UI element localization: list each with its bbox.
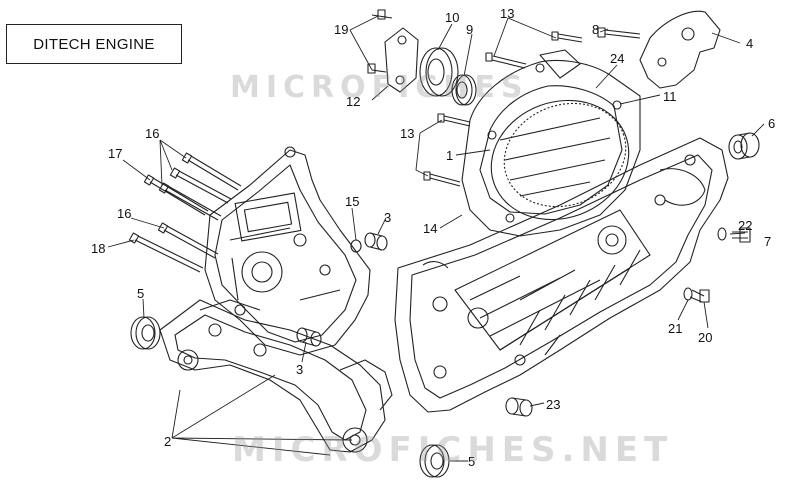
crankcase-bolts-left [128, 152, 242, 273]
watermark-top: MICROFICHES [230, 70, 529, 105]
callout-2: 2 [164, 434, 171, 449]
callout-16-top: 16 [145, 126, 159, 141]
bush-23 [505, 397, 533, 417]
right-crankcase-half [394, 137, 729, 413]
callout-10: 10 [445, 10, 459, 25]
callout-13-mid: 13 [400, 126, 414, 141]
diagram-title: DITECH ENGINE [6, 24, 182, 64]
bearing-5-left [130, 316, 161, 350]
cover-bolts [423, 31, 583, 187]
callout-5-left: 5 [137, 286, 144, 301]
leader-lines [107, 15, 765, 462]
left-crankcase-half [204, 146, 371, 356]
callout-18: 18 [91, 241, 105, 256]
callout-21: 21 [668, 321, 682, 336]
callout-4: 4 [746, 36, 753, 51]
dowel-pin-3-lower [296, 327, 322, 347]
dowel-pin-3-upper [364, 232, 388, 251]
callout-3-upper: 3 [384, 210, 391, 225]
bearing-5-bottom [419, 444, 450, 478]
callout-11: 11 [663, 89, 677, 104]
callout-3-lower: 3 [296, 362, 303, 377]
callout-6: 6 [768, 116, 775, 131]
oil-seal-9 [451, 74, 477, 106]
crankcase-cover [461, 49, 641, 237]
retaining-plate [367, 9, 419, 93]
bolt-7-washer-22 [717, 227, 751, 243]
callout-9: 9 [466, 22, 473, 37]
callout-5-bottom: 5 [468, 454, 475, 469]
callout-20: 20 [698, 330, 712, 345]
callout-labels: 19 10 9 13 8 4 24 12 11 6 13 1 16 17 15 … [91, 6, 775, 469]
callout-14: 14 [423, 221, 437, 236]
callout-7: 7 [764, 234, 771, 249]
callout-22: 22 [738, 218, 752, 233]
callout-12: 12 [346, 94, 360, 109]
callout-8: 8 [592, 22, 599, 37]
callout-23: 23 [546, 397, 560, 412]
bracket-plate [597, 10, 721, 89]
callout-19: 19 [334, 22, 348, 37]
engine-mount-bracket [159, 299, 393, 453]
callout-13-top: 13 [500, 6, 514, 21]
bearing-10 [419, 47, 459, 97]
callout-17: 17 [108, 146, 122, 161]
callout-15: 15 [345, 194, 359, 209]
bush-6 [728, 132, 760, 160]
callout-24: 24 [610, 51, 624, 66]
watermark-bottom: MICROFICHES.NET [232, 430, 674, 470]
callout-16-bottom: 16 [117, 206, 131, 221]
callout-1: 1 [446, 148, 453, 163]
